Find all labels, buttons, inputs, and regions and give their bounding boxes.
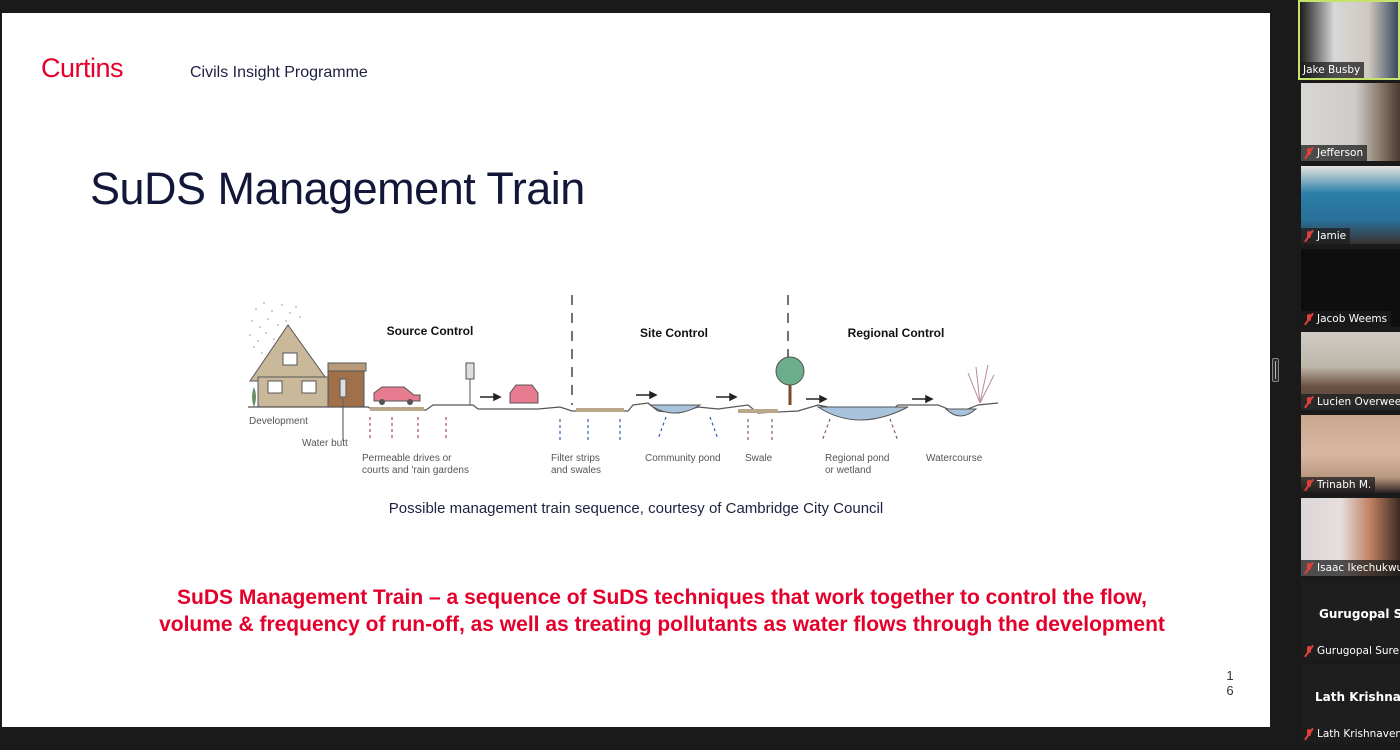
svg-text:Swale: Swale — [745, 453, 773, 464]
svg-text:or wetland: or wetland — [825, 465, 871, 476]
participant-tile-jacob-weems[interactable]: Jacob Weems — [1301, 249, 1400, 327]
participant-name-bar: Jamie — [1301, 228, 1351, 244]
participant-name-bar: Lath Krishnavena — [1301, 726, 1400, 742]
svg-text:and swales: and swales — [551, 465, 601, 476]
tree-icon — [775, 356, 805, 405]
participant-name-bar: Jefferson — [1301, 145, 1368, 161]
page-number: 1 6 — [1226, 668, 1234, 698]
svg-text:Water butt: Water butt — [302, 438, 348, 449]
presentation-slide: Curtins Civils Insight Programme SuDS Ma… — [2, 13, 1270, 727]
participant-tile-gurugopal[interactable]: Gurugopal Sur Gurugopal Sure — [1301, 581, 1400, 659]
svg-text:Filter strips: Filter strips — [551, 453, 600, 464]
svg-text:Source Control: Source Control — [387, 324, 474, 338]
svg-text:Site Control: Site Control — [640, 326, 708, 340]
participant-center-name: Gurugopal Sur — [1319, 607, 1400, 621]
participant-name-bar: Isaac Ikechukwu — [1301, 560, 1400, 576]
svg-text:courts and 'rain gardens: courts and 'rain gardens — [362, 465, 469, 476]
participant-tile-jake-busby[interactable]: Jake Busby — [1298, 0, 1400, 80]
participant-name-bar: Trinabh M. — [1301, 477, 1376, 493]
rain-icon — [249, 302, 301, 354]
mic-muted-icon — [1304, 479, 1314, 491]
participant-name-bar: Gurugopal Sure — [1301, 643, 1400, 659]
participant-tile-trinabh[interactable]: Trinabh M. — [1301, 415, 1400, 493]
car-icon — [509, 384, 539, 404]
participant-tile-lucien-overweel[interactable]: Lucien Overweel — [1301, 332, 1400, 410]
svg-text:Regional pond: Regional pond — [825, 453, 890, 464]
participant-tile-jefferson[interactable]: Jefferson — [1301, 83, 1400, 161]
participant-center-name: Lath Krishnav — [1315, 690, 1400, 704]
definition-text: SuDS Management Train – a sequence of Su… — [159, 586, 1165, 636]
mic-muted-icon — [1304, 396, 1314, 408]
svg-text:Watercourse: Watercourse — [926, 453, 983, 464]
mic-muted-icon — [1304, 562, 1314, 574]
management-train-diagram: Source Control Site Control Regional Con… — [248, 295, 998, 476]
slide-title: SuDS Management Train — [90, 163, 585, 214]
participant-name-bar: Lucien Overweel — [1301, 394, 1400, 410]
car-icon — [373, 386, 421, 405]
svg-text:Community pond: Community pond — [645, 453, 721, 464]
svg-text:Regional Control: Regional Control — [848, 326, 945, 340]
svg-text:Permeable drives or: Permeable drives or — [362, 453, 452, 464]
programme-label: Civils Insight Programme — [190, 64, 368, 81]
diagram-caption: Possible management train sequence, cour… — [388, 500, 884, 517]
mic-muted-icon — [1304, 728, 1314, 740]
house-icon — [249, 324, 367, 441]
participant-name-bar: Jacob Weems — [1301, 311, 1392, 327]
tree-icon — [967, 364, 995, 404]
participant-tile-isaac-ikechukwu[interactable]: Isaac Ikechukwu — [1301, 498, 1400, 576]
participant-name-bar: Jake Busby — [1300, 62, 1365, 78]
panel-resize-handle[interactable] — [1272, 358, 1279, 382]
participant-tile-lath-krishnavena[interactable]: Lath Krishnav Lath Krishnavena — [1301, 664, 1400, 742]
mic-muted-icon — [1304, 147, 1314, 159]
screen-share-area: Curtins Civils Insight Programme SuDS Ma… — [2, 13, 1270, 727]
participant-tile-jamie[interactable]: Jamie — [1301, 166, 1400, 244]
traffic-light-icon — [465, 362, 475, 405]
curtins-logo: Curtins — [41, 53, 124, 83]
participant-gallery: Jake Busby Jefferson Jamie Jacob Weems L… — [1298, 0, 1400, 750]
mic-muted-icon — [1304, 230, 1314, 242]
mic-muted-icon — [1304, 645, 1314, 657]
svg-text:Development: Development — [249, 416, 308, 427]
mic-muted-icon — [1304, 313, 1314, 325]
